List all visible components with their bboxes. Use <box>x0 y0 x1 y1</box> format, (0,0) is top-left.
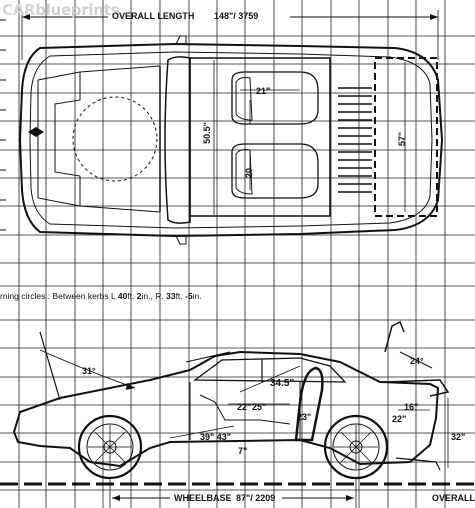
rear-height-label: 32" <box>451 432 466 442</box>
logo-brand-suffix: blueprints <box>35 1 120 19</box>
trunk-height-label: 22" <box>392 414 407 424</box>
overall-length-value: 148"/ 3759 <box>214 11 259 21</box>
turning-right-in: -5 <box>185 291 193 301</box>
wheelbase-value: 87"/ 2209 <box>236 493 276 503</box>
floor-dimension-label: 7" <box>238 446 248 456</box>
rear-angle-label: 24° <box>410 356 424 366</box>
turning-circles-text: rning circles : Between kerbs L 40ft. 2i… <box>0 291 202 301</box>
trunk-width-dimension: 57" <box>397 131 408 147</box>
seat-upper-dimension: 21" <box>256 86 271 96</box>
overall-label: OVERALL <box>432 493 475 503</box>
seat-gap-label: 25" <box>252 402 267 412</box>
leg-length-label: 39" 43" <box>200 432 232 442</box>
wheelbase-label: WHEELBASE <box>174 493 232 503</box>
turning-right-ft: 33 <box>166 291 176 301</box>
turning-left-label: L <box>111 291 116 301</box>
rear-headroom-label: 23" <box>297 412 312 422</box>
width-dimension-label: 50.5" <box>201 122 212 144</box>
carblueprints-logo: CARblueprints <box>2 1 119 19</box>
seat-lower-dimension: 20 <box>244 167 255 179</box>
turning-left-ft-unit: ft. <box>127 291 135 301</box>
turning-left-in-unit: in., R. <box>141 291 164 301</box>
seat-depth-label: 22" <box>237 402 252 412</box>
front-angle-label: 31° <box>82 366 96 376</box>
turning-right-in-unit: in. <box>192 291 202 301</box>
turning-prefix: rning circles : Between kerbs <box>0 291 109 301</box>
turning-left-ft: 40 <box>117 291 128 301</box>
overall-length-label: OVERALL LENGTH <box>112 11 195 21</box>
turning-right-ft-unit: ft. <box>175 291 183 301</box>
logo-brand-prefix: CAR <box>2 1 36 19</box>
turning-left-in: 2 <box>136 291 142 301</box>
trunk-depth-label: 16" <box>404 402 419 412</box>
headroom-label: 34.5" <box>270 378 295 389</box>
